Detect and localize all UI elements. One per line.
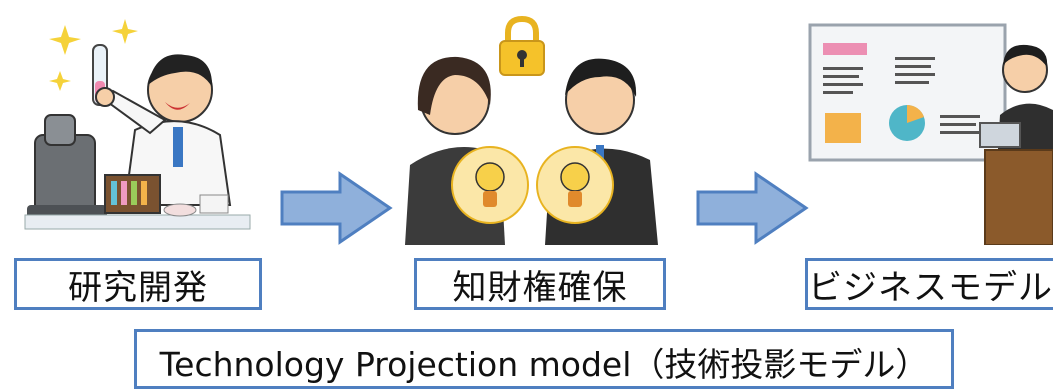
business-presentation-illustration xyxy=(808,23,1053,245)
scientist-lab-illustration xyxy=(24,19,251,230)
stage-label-business-model: ビジネスモデル xyxy=(805,258,1053,310)
model-title: Technology Projection model（技術投影モデル） xyxy=(134,329,954,389)
people-holding-ideas-illustration xyxy=(405,15,658,245)
stage-label-ip: 知財権確保 xyxy=(414,258,666,310)
lock-icon xyxy=(499,15,545,76)
stage-label-rnd: 研究開発 xyxy=(14,258,262,310)
arrow-right-icon xyxy=(280,171,393,245)
arrow-right-icon xyxy=(696,171,809,245)
